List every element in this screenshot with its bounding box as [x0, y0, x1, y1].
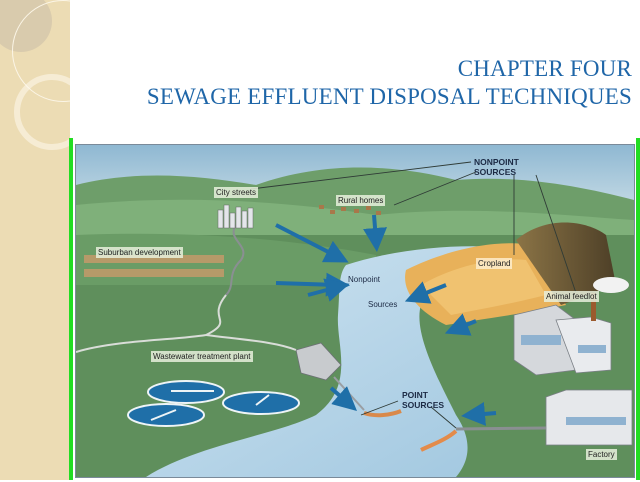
label-cropland: Cropland — [476, 258, 513, 269]
factory-building-lower — [545, 389, 633, 446]
decorative-ring — [14, 74, 70, 150]
label-sources: Sources — [368, 300, 398, 309]
label-rural-homes: Rural homes — [336, 195, 386, 206]
diagram-frame: NONPOINT SOURCES City streets Rural home… — [69, 138, 640, 480]
leader-lines — [250, 161, 577, 429]
nonpoint-header-line2: SOURCES — [474, 167, 517, 177]
city-buildings — [217, 204, 254, 229]
label-nonpoint: Nonpoint — [348, 275, 381, 284]
label-animal-feedlot: Animal feedlot — [544, 291, 599, 302]
pollution-sources-diagram: NONPOINT SOURCES City streets Rural home… — [75, 144, 635, 478]
label-suburban-development: Suburban development — [96, 247, 183, 258]
flow-arrows — [275, 214, 497, 426]
chapter-heading: CHAPTER FOUR — [457, 56, 632, 81]
label-wastewater-treatment-plant: Wastewater treatment plant — [151, 351, 253, 362]
frame-border-right — [636, 138, 640, 480]
suburban-houses — [84, 255, 224, 277]
slide-title: CHAPTER FOUR SEWAGE EFFLUENT DISPOSAL TE… — [70, 0, 640, 138]
label-factory: Factory — [586, 449, 617, 460]
label-city-streets: City streets — [214, 187, 259, 198]
factory-building-upper — [513, 277, 629, 376]
frame-border-left — [69, 138, 73, 480]
nonpoint-sources-header: NONPOINT SOURCES — [474, 157, 519, 177]
point-header-line2: SOURCES — [402, 400, 445, 410]
decorative-sidebar — [0, 0, 70, 480]
rural-homes — [319, 205, 381, 215]
chapter-subtitle: SEWAGE EFFLUENT DISPOSAL TECHNIQUES — [146, 84, 632, 109]
nonpoint-header-line1: NONPOINT — [474, 157, 519, 167]
point-sources-header: POINT SOURCES — [402, 390, 444, 410]
treatment-plant — [127, 342, 402, 427]
point-header-line1: POINT — [402, 390, 428, 400]
